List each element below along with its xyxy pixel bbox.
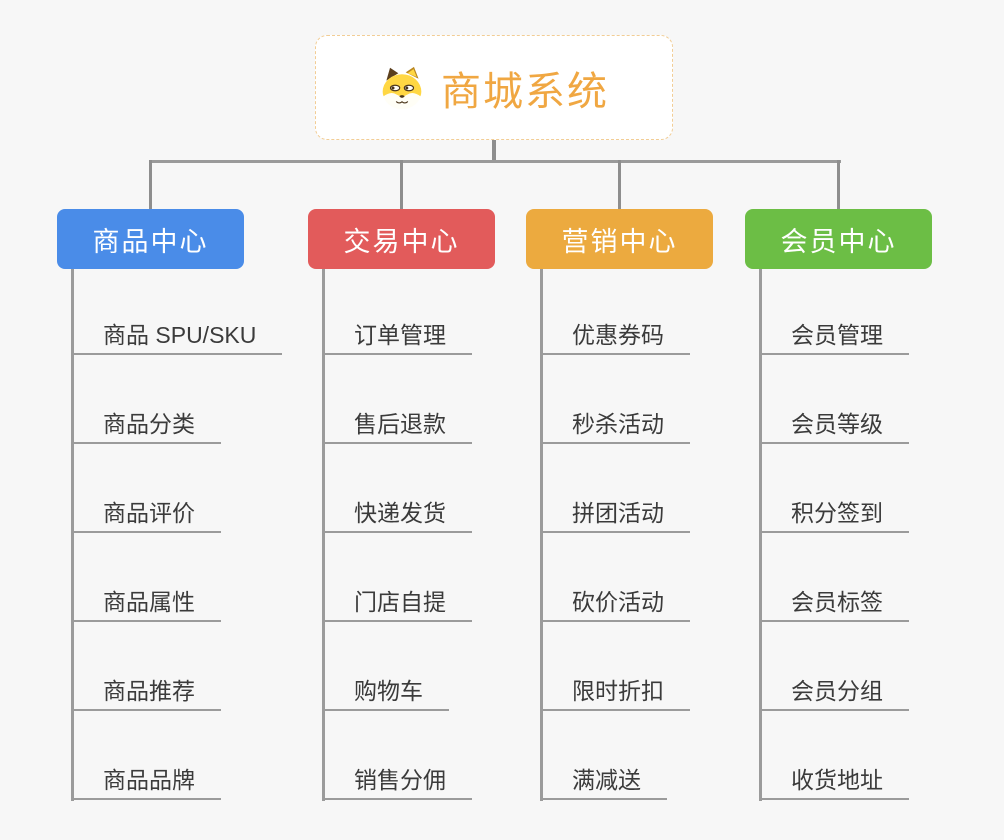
branch-node-label: 交易中心 [343,226,460,257]
child-node[interactable]: 满减送 [540,767,667,800]
child-node[interactable]: 限时折扣 [540,678,690,711]
child-node[interactable]: 商品评价 [71,500,221,533]
branch-node-trade-center[interactable]: 交易中心 [308,209,495,269]
trunk-line [540,269,543,801]
connector-line [837,160,840,209]
root-node[interactable]: 商城系统 [315,35,673,140]
branch-column: 交易中心 订单管理售后退款快递发货门店自提购物车销售分佣 [308,209,495,801]
child-node[interactable]: 售后退款 [322,411,472,444]
child-node[interactable]: 砍价活动 [540,589,690,622]
trunk-line [759,269,762,801]
branch-column: 营销中心 优惠券码秒杀活动拼团活动砍价活动限时折扣满减送 [526,209,713,801]
branch-node-product-center[interactable]: 商品中心 [57,209,244,269]
branch-node-member-center[interactable]: 会员中心 [745,209,932,269]
child-node[interactable]: 订单管理 [322,322,472,355]
child-node[interactable]: 会员等级 [759,411,909,444]
child-node[interactable]: 积分签到 [759,500,909,533]
branch-node-label: 商品中心 [92,226,209,257]
child-node[interactable]: 商品属性 [71,589,221,622]
trunk-line [71,269,74,801]
child-node[interactable]: 会员标签 [759,589,909,622]
branch-node-label: 营销中心 [561,226,678,257]
child-node[interactable]: 商品 SPU/SKU [71,322,283,355]
child-node[interactable]: 快递发货 [322,500,472,533]
child-node[interactable]: 拼团活动 [540,500,690,533]
branch-node-label: 会员中心 [780,226,897,257]
connector-line [400,160,403,209]
trunk-line [322,269,325,801]
branch-column: 商品中心 商品 SPU/SKU 商品分类商品评价商品属性商品推荐商品品牌 [57,209,283,801]
child-node[interactable]: 会员管理 [759,322,909,355]
connector-line [149,160,152,209]
child-node[interactable]: 商品品牌 [71,767,221,800]
child-node[interactable]: 商品推荐 [71,678,221,711]
child-node[interactable]: 秒杀活动 [540,411,690,444]
child-node[interactable]: 收货地址 [759,767,909,800]
child-node[interactable]: 会员分组 [759,678,909,711]
connector-line [149,160,841,163]
connector-line [492,140,496,163]
child-node[interactable]: 门店自提 [322,589,472,622]
child-node[interactable]: 商品分类 [71,411,221,444]
connector-line [618,160,621,209]
dog-face-icon [382,66,422,109]
child-node[interactable]: 销售分佣 [322,767,472,800]
branch-node-marketing-center[interactable]: 营销中心 [526,209,713,269]
branch-column: 会员中心 会员管理会员等级积分签到会员标签会员分组收货地址 [745,209,932,801]
child-node[interactable]: 优惠券码 [540,322,690,355]
child-node[interactable]: 购物车 [322,678,449,711]
root-node-label: 商城系统 [441,69,609,114]
